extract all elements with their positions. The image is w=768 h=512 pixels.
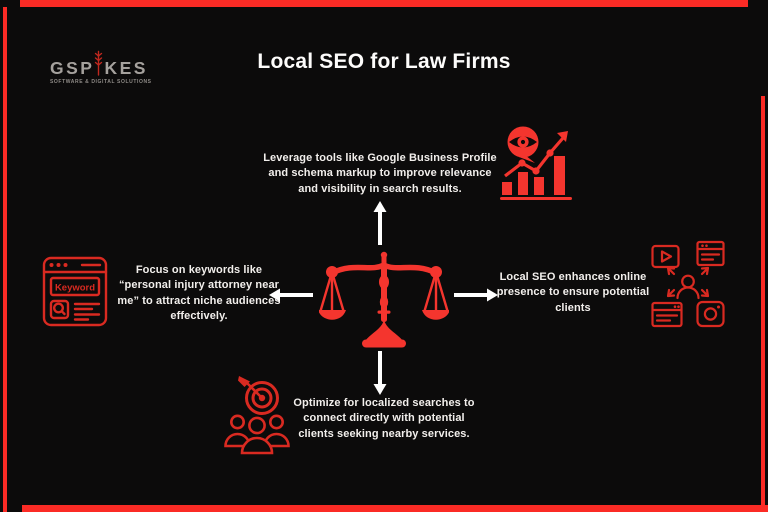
frame-top-bar [20,0,748,7]
logo-text-left: GSP [50,57,95,78]
online-channels-icon [651,240,725,330]
top-node-text: Leverage tools like Google Business Prof… [263,152,497,195]
keyword-label: Keyword [55,283,95,294]
frame-left-bar [3,7,7,512]
left-node-text: Focus on keywords like “personal injury … [117,264,281,323]
logo-text-right: KES [104,57,148,78]
arrow-right-icon [452,287,498,303]
right-node-text: Local SEO enhances online presence to en… [496,271,650,314]
arrow-left-icon [269,287,315,303]
scales-of-justice-icon [319,250,449,350]
wheat-spike-icon [94,50,104,77]
target-audience-icon [223,375,291,455]
arrow-down-icon [372,349,388,395]
gspikes-logo: GSP KES SOFTWARE & DIGITAL SOLUTIONS [50,50,152,85]
keyword-search-icon: Keyword [42,251,108,331]
arrow-up-icon [372,201,388,247]
logo-tagline: SOFTWARE & DIGITAL SOLUTIONS [50,79,152,85]
analytics-visibility-icon [498,125,574,203]
frame-right-bar [761,96,765,512]
bottom-node-text: Optimize for localized searches to conne… [293,397,475,440]
page-title: Local SEO for Law Firms [257,50,511,73]
frame-bottom-bar [22,505,768,512]
